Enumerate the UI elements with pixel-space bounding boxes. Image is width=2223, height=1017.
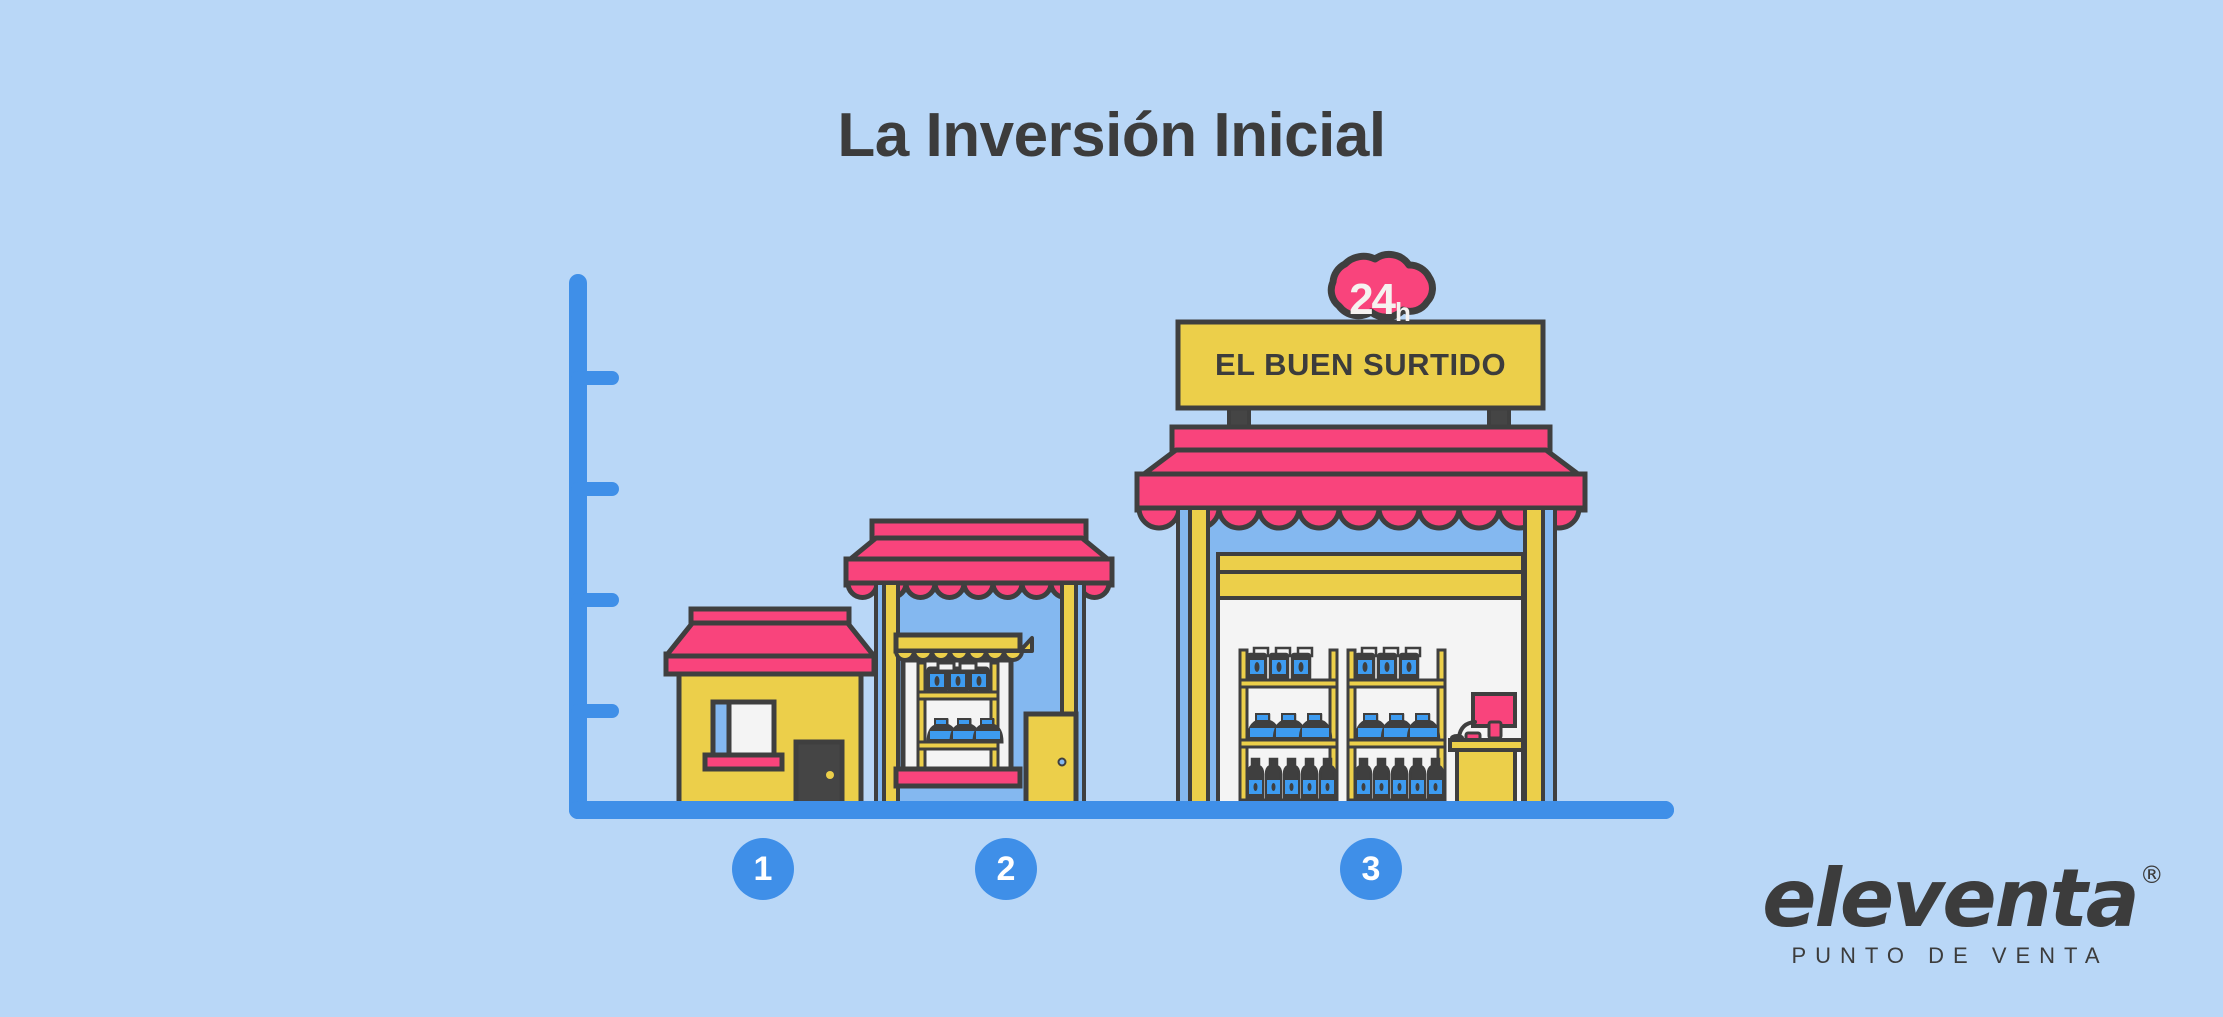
shop1-window-sill: [702, 752, 785, 772]
logo-wordmark: eleventa®: [1762, 859, 2164, 939]
shelf-a-upright-left: [1238, 648, 1249, 810]
store-pillar-right: [1523, 506, 1545, 812]
badge-24h-label: 24 h: [1310, 272, 1450, 328]
store-header-band-bottom: [1216, 570, 1525, 600]
shelf-b-row-cans: [1354, 646, 1422, 682]
stall-shelf-upright-left: [916, 661, 927, 771]
store-awning-band: [1134, 471, 1588, 513]
step-marker-1[interactable]: 1: [732, 838, 794, 900]
shelf-b-plank-2: [1346, 738, 1447, 749]
shelf-b-plank-1: [1346, 678, 1447, 689]
building-2-market-stall: [843, 518, 1115, 813]
store-awning-scallops: [1136, 505, 1586, 531]
eleventa-logo: eleventa® PUNTO DE VENTA: [1735, 859, 2165, 969]
shelf-a-row-jars: [1246, 713, 1333, 742]
shelf-a-row-cans: [1246, 646, 1314, 682]
store-sign-board: [1175, 319, 1546, 411]
shelf-a-plank-2: [1238, 738, 1339, 749]
pos-card-reader: [1487, 720, 1503, 740]
badge-unit: h: [1395, 297, 1411, 327]
stall-door: [1023, 711, 1079, 813]
building-3-convenience-store: [1134, 250, 1588, 812]
store-awning-top-bar: [1169, 424, 1553, 454]
stall-mini-awning-bar: [893, 632, 1023, 654]
store-header-band-top: [1216, 552, 1525, 574]
step-marker-3[interactable]: 3: [1340, 838, 1402, 900]
badge-number: 24: [1349, 275, 1396, 324]
shelf-b-row-bottles: [1354, 757, 1445, 802]
shop1-door-knob: [826, 771, 834, 779]
logo-tagline: PUNTO DE VENTA: [1791, 943, 2109, 968]
shelf-b-upright-left: [1346, 648, 1357, 810]
badge-24h: [1327, 250, 1436, 321]
shelf-b-row-jars: [1354, 713, 1441, 742]
stall-shelf-row-jars: [926, 718, 1004, 744]
store-sign-text-wrap: EL BUEN SURTIDO: [1178, 322, 1543, 408]
stall-door-knob: [1057, 757, 1067, 767]
logo-wordmark-text: eleventa: [1762, 852, 2140, 945]
step-marker-3-label: 3: [1361, 850, 1381, 888]
step-marker-2[interactable]: 2: [975, 838, 1037, 900]
step-marker-1-label: 1: [753, 850, 773, 888]
stall-shelf-row-cans: [926, 661, 990, 694]
stall-shelf-upright-right: [989, 661, 1000, 771]
building-1-small-shop: [663, 606, 877, 813]
stall-shelf-plank-2: [916, 740, 1000, 751]
page-title: La Inversión Inicial: [837, 101, 1386, 170]
logo-registered-mark: ®: [2139, 861, 2164, 889]
shelf-a-plank-1: [1238, 678, 1339, 689]
step-marker-2-label: 2: [996, 850, 1016, 888]
stall-mini-awning-scallops: [894, 649, 1024, 662]
shelf-a-row-bottles: [1246, 757, 1337, 802]
store-pillar-right-back: [1541, 506, 1557, 812]
store-pillar-left: [1188, 506, 1210, 812]
stall-shelf-plank-1: [916, 690, 1000, 701]
shop1-window-pane-left: [710, 699, 732, 759]
stall-counter: [893, 766, 1023, 789]
shop1-roof: [663, 618, 877, 659]
shop1-door: [793, 739, 845, 813]
shop1-roof-ridge: [688, 606, 852, 626]
store-sign-text: EL BUEN SURTIDO: [1214, 347, 1507, 382]
